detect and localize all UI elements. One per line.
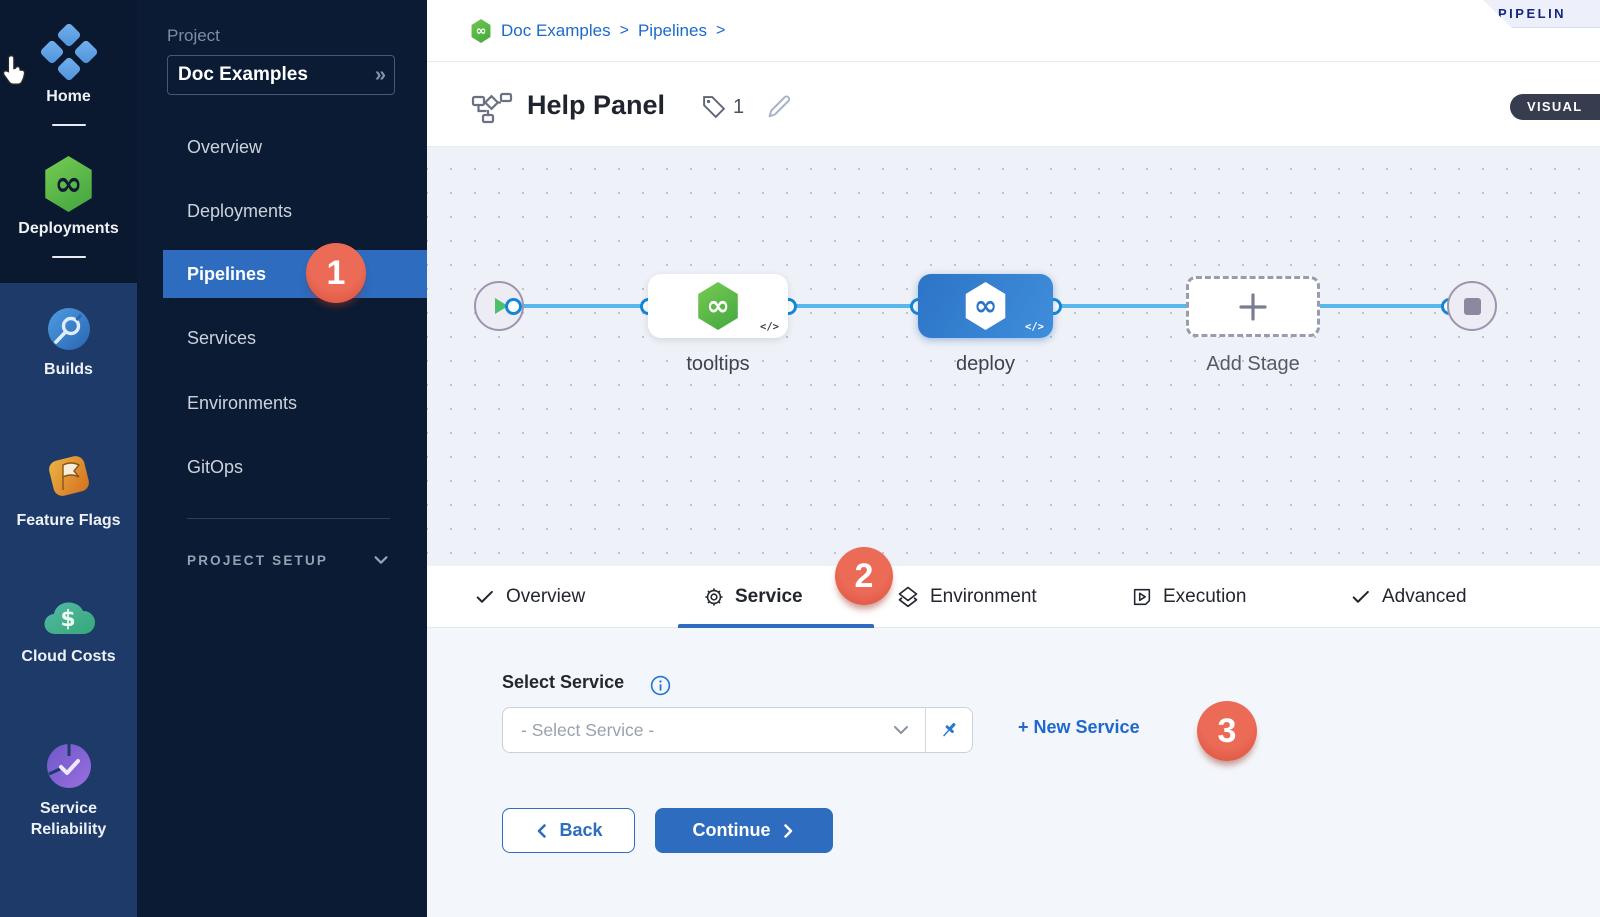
pipeline-graph-icon: [471, 92, 513, 124]
tab-advanced[interactable]: Advanced: [1350, 582, 1467, 612]
new-service-link[interactable]: + New Service: [1018, 717, 1140, 737]
project-name: Doc Examples: [178, 64, 308, 85]
module-label: Builds: [44, 361, 93, 378]
stage-label-tooltips: tooltips: [686, 353, 750, 375]
add-stage-label: Add Stage: [1206, 353, 1300, 375]
module-label: Service Reliability: [30, 800, 107, 838]
gear-icon: [705, 588, 723, 606]
module-active-underline: [51, 255, 86, 258]
visual-toggle-label: VISUAL: [1527, 99, 1583, 114]
add-stage-button[interactable]: [1186, 276, 1320, 337]
back-button[interactable]: Back: [502, 808, 635, 853]
tab-execution[interactable]: Execution: [1131, 582, 1246, 612]
tag-count: 1: [733, 96, 745, 118]
harness-stage-icon: ∞: [698, 282, 738, 330]
layers-icon: [898, 586, 918, 608]
chevron-right-icon: [783, 823, 792, 838]
deployments-icon: ∞: [45, 156, 92, 212]
title-bar: [427, 62, 1600, 147]
module-feature-flags[interactable]: Feature Flags: [0, 448, 137, 532]
sidebar-item-environments[interactable]: Environments: [187, 392, 298, 413]
breadcrumb-pipelines-link[interactable]: Pipelines: [637, 21, 707, 40]
ribbon-label: PIPELIN: [1498, 6, 1567, 21]
page-title: Help Panel: [527, 90, 666, 120]
tab-overview[interactable]: Overview: [474, 582, 585, 612]
pin-icon: [943, 722, 956, 737]
code-badge: </>: [760, 321, 779, 333]
check-icon: [476, 590, 493, 603]
breadcrumb-bar: [427, 0, 1600, 62]
feature-flags-icon: [48, 456, 89, 496]
stage-node-tooltips[interactable]: ∞ </>: [648, 274, 788, 338]
sidebar-item-deployments[interactable]: Deployments: [187, 200, 293, 221]
stage-config-tabbar: [427, 566, 1600, 628]
check-icon: [1352, 590, 1369, 603]
sidebar-item-pipelines[interactable]: Pipelines: [163, 250, 427, 298]
module-label: Home: [46, 88, 91, 105]
select-service-placeholder: - Select Service -: [521, 719, 655, 740]
tab-service[interactable]: Service: [703, 582, 803, 612]
harness-stage-icon: ∞: [965, 282, 1006, 330]
module-deployments[interactable]: ∞ Deployments: [0, 156, 137, 258]
plus-icon: [1239, 292, 1267, 321]
active-tab-underline: [678, 624, 874, 628]
module-label: Feature Flags: [16, 512, 121, 529]
harness-logo-icon: ∞: [471, 19, 491, 43]
module-home[interactable]: Home: [0, 24, 137, 126]
stage-node-deploy[interactable]: ∞ </>: [918, 274, 1053, 338]
select-service-label: Select Service: [502, 672, 625, 692]
sidebar-item-overview[interactable]: Overview: [187, 136, 263, 157]
cloud-costs-icon: $: [43, 602, 95, 635]
breadcrumb-separator: >: [715, 22, 726, 39]
service-config-panel: [427, 628, 1600, 917]
tags-icon[interactable]: [700, 93, 728, 121]
stage-label-deploy: deploy: [956, 353, 1015, 375]
continue-button[interactable]: Continue: [655, 808, 833, 853]
play-icon: [495, 298, 508, 314]
annotation-badge-1: 1: [306, 243, 366, 303]
module-label: Cloud Costs: [21, 648, 116, 665]
pin-service-button[interactable]: [925, 708, 972, 752]
builds-icon: [47, 308, 90, 350]
module-label: Deployments: [18, 220, 119, 237]
project-expand-icon[interactable]: »: [374, 63, 386, 86]
hand-cursor-icon: [2, 54, 26, 85]
sidebar-item-services[interactable]: Services: [187, 327, 257, 348]
visual-yaml-toggle[interactable]: VISUAL: [1510, 94, 1600, 120]
project-sidebar: [137, 0, 427, 917]
port-start-out[interactable]: [505, 298, 522, 315]
module-active-underline: [51, 123, 86, 126]
edit-pencil-icon[interactable]: [764, 92, 794, 122]
breadcrumb-project-link[interactable]: Doc Examples: [501, 21, 611, 40]
project-setup-label: PROJECT SETUP: [187, 552, 329, 568]
pipeline-end-node[interactable]: [1447, 281, 1497, 331]
project-selector[interactable]: Doc Examples »: [167, 55, 395, 95]
tab-environment[interactable]: Environment: [896, 582, 1037, 612]
project-setup-toggle[interactable]: PROJECT SETUP: [187, 551, 390, 569]
svg-text:$: $: [60, 607, 75, 632]
annotation-badge-3: 3: [1197, 701, 1257, 761]
sidebar-divider: [187, 518, 390, 519]
chevron-down-icon: [894, 726, 908, 734]
home-icon: [40, 24, 97, 80]
stop-icon: [1463, 297, 1481, 315]
module-builds[interactable]: Builds: [0, 305, 137, 381]
info-icon[interactable]: [650, 675, 671, 696]
chevron-down-icon: [374, 556, 388, 564]
play-square-icon: [1133, 588, 1151, 606]
module-cloud-costs[interactable]: $ Cloud Costs: [0, 596, 137, 668]
breadcrumb-separator: >: [619, 22, 629, 39]
module-rail-lower: [0, 283, 137, 917]
pipeline-canvas[interactable]: [427, 147, 1600, 566]
code-badge: </>: [1025, 321, 1044, 333]
module-service-reliability[interactable]: Service Reliability: [0, 740, 137, 841]
select-service-dropdown[interactable]: - Select Service -: [502, 707, 973, 753]
chevron-left-icon: [538, 823, 547, 838]
service-reliability-icon: [46, 744, 91, 788]
breadcrumb: ∞ Doc Examples > Pipelines >: [470, 0, 725, 62]
project-section-label: Project: [167, 26, 220, 45]
annotation-badge-2: 2: [835, 547, 893, 605]
sidebar-item-gitops[interactable]: GitOps: [187, 456, 244, 477]
